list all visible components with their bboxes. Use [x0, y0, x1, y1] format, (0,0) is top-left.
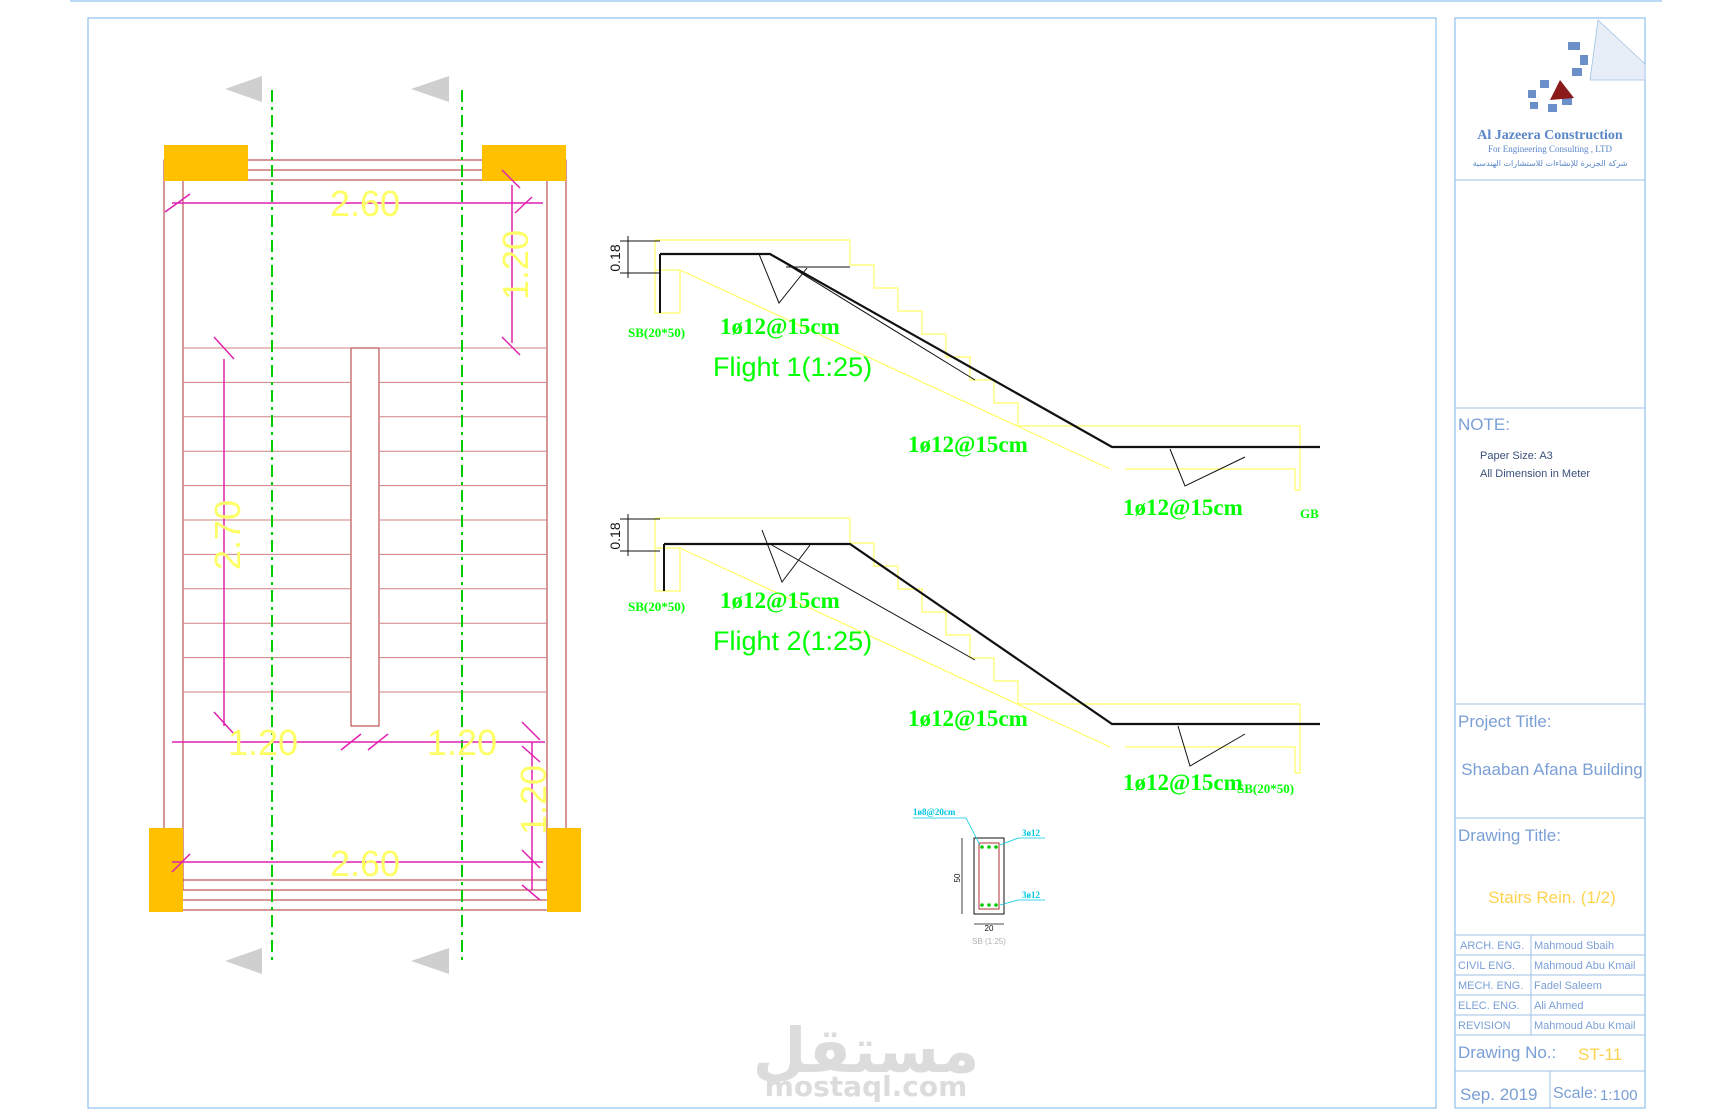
flight-2-thickness-dim	[620, 514, 660, 556]
beam-stirrup-label: 1ø8@20cm	[913, 807, 956, 817]
flight-2-bottom-rebar: 1ø12@15cm	[1123, 770, 1243, 796]
flight-1-beam-left: SB(20*50)	[628, 325, 685, 340]
team-name: Ali Ahmed	[1534, 1000, 1584, 1012]
flight-1-concrete-outline	[654, 239, 1301, 491]
beam-width-label: 20	[985, 924, 994, 933]
team-name: Mahmoud Sbaih	[1534, 940, 1614, 952]
section-flight-1: 0.18 SB(20*50) 1ø12@15cm Flight 1(1:25) …	[607, 236, 1320, 521]
beam-caption: SB (1:25)	[972, 937, 1006, 946]
note-label: NOTE:	[1458, 415, 1510, 434]
dim-top-width: 2.60	[330, 183, 400, 224]
team-table: ARCH. ENG. Mahmoud Sbaih CIVIL ENG. Mahm…	[1458, 940, 1636, 1032]
flight-1-thickness-dim	[620, 236, 660, 278]
flight-1-beam-right: GB	[1300, 506, 1319, 521]
drawing-number: ST-11	[1578, 1045, 1622, 1064]
flight-1-rebar	[659, 252, 1320, 487]
company-logo: Al Jazeera Construction For Engineering …	[1473, 19, 1646, 169]
team-role: CIVIL ENG.	[1458, 960, 1515, 972]
beam-top-bars-label: 3ø12	[1022, 828, 1041, 838]
plan-columns	[149, 145, 581, 912]
dim-bottom-landing: 1.20	[513, 765, 554, 835]
beam-detail: 1ø8@20cm 3ø12 3ø12 50 20 SB (1:25)	[913, 807, 1045, 946]
axis-lines	[271, 90, 463, 965]
watermark-arabic: مستقل	[753, 1014, 980, 1087]
flight-2-title: Flight 2(1:25)	[713, 626, 872, 656]
flight-1-thickness-label: 0.18	[607, 244, 623, 271]
column-top-left	[164, 145, 248, 181]
company-arabic-name: شركة الجزيرة للإنشاءات للاستشارات الهندس…	[1473, 159, 1628, 169]
flight-2-top-rebar: 1ø12@15cm	[720, 588, 840, 614]
stair-plan: 2.60 2.60 1.20 1.20 2.70 1.20 1.20	[149, 76, 581, 974]
drawing-title-label: Drawing Title:	[1458, 826, 1561, 845]
flight-2-thickness-label: 0.18	[607, 522, 623, 549]
drawing-title: Stairs Rein. (1/2)	[1488, 888, 1616, 907]
beam-bottom-bars-label: 3ø12	[1022, 890, 1041, 900]
flight-1-mid-rebar: 1ø12@15cm	[908, 432, 1028, 458]
dim-bottom-width: 2.60	[330, 843, 400, 884]
beam-depth-label: 50	[953, 873, 962, 882]
flight-1-bottom-rebar: 1ø12@15cm	[1123, 495, 1243, 521]
team-name: Mahmoud Abu Kmail	[1534, 960, 1636, 972]
title-block: Al Jazeera Construction For Engineering …	[1455, 19, 1646, 1108]
dim-right-flight-width: 1.20	[427, 722, 497, 763]
note-line-2: All Dimension in Meter	[1480, 468, 1590, 480]
team-role: ARCH. ENG.	[1460, 940, 1524, 952]
column-bottom-right	[547, 828, 581, 912]
column-bottom-left	[149, 828, 183, 912]
section-flight-2: 0.18 SB(20*50) 1ø12@15cm Flight 2(1:25) …	[607, 514, 1320, 796]
flight-2-beam-right: SB(20*50)	[1237, 781, 1294, 796]
plan-walls	[163, 159, 567, 911]
flight-1-top-rebar: 1ø12@15cm	[720, 314, 840, 340]
project-title-label: Project Title:	[1458, 712, 1552, 731]
team-role: REVISION	[1458, 1020, 1511, 1032]
team-role: MECH. ENG.	[1458, 980, 1523, 992]
company-name: Al Jazeera Construction	[1477, 128, 1623, 143]
scale-label: Scale:	[1553, 1085, 1597, 1102]
team-role: ELEC. ENG.	[1458, 1000, 1520, 1012]
dim-left-flight-width: 1.20	[228, 722, 298, 763]
flight-2-mid-rebar: 1ø12@15cm	[908, 706, 1028, 732]
team-name: Fadel Saleem	[1534, 980, 1602, 992]
drawing-date: Sep. 2019	[1460, 1085, 1538, 1104]
flight-2-concrete-outline	[654, 517, 1301, 774]
flight-1-title: Flight 1(1:25)	[713, 352, 872, 382]
note-line-1: Paper Size: A3	[1480, 450, 1553, 462]
flight-2-beam-left: SB(20*50)	[628, 599, 685, 614]
watermark-latin: mostaql.com	[765, 1070, 968, 1103]
dim-flight-length: 2.70	[207, 500, 248, 570]
mostaql-watermark: مستقل mostaql.com	[753, 1014, 980, 1103]
section-arrows	[225, 76, 449, 974]
flight-2-rebar	[663, 529, 1320, 767]
team-name: Mahmoud Abu Kmail	[1534, 1020, 1636, 1032]
dim-top-landing: 1.20	[495, 230, 536, 300]
dimension-lines	[164, 169, 545, 901]
scale-value: 1:100	[1600, 1087, 1638, 1104]
drawing-number-label: Drawing No.:	[1458, 1043, 1556, 1062]
project-title: Shaaban Afana Building	[1461, 760, 1643, 779]
column-top-right	[482, 145, 566, 181]
company-subtitle: For Engineering Consulting , LTD	[1488, 144, 1612, 154]
